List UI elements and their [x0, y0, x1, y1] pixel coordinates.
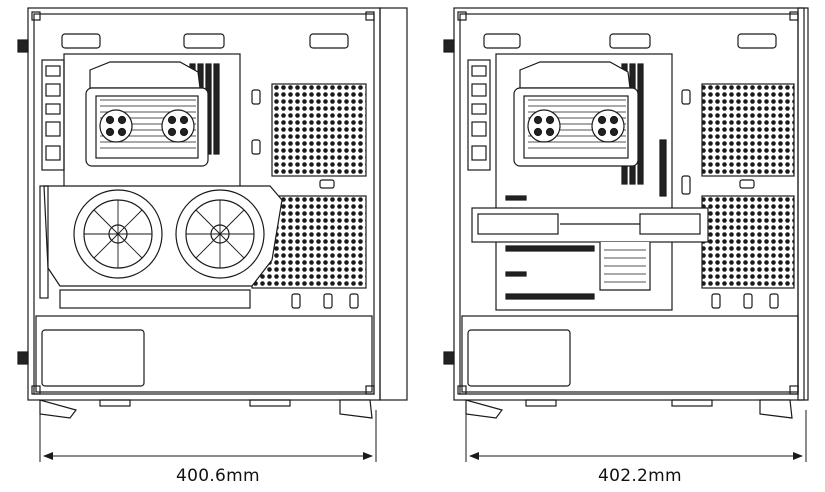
pcie-slot — [505, 293, 595, 300]
ram-stick — [213, 63, 220, 155]
screw — [365, 11, 375, 21]
right-case-outer-frame — [453, 7, 805, 401]
pcie-slot — [505, 245, 595, 252]
cable-slot — [183, 33, 225, 49]
psu-shroud — [461, 315, 799, 393]
right-case-inner-frame — [459, 13, 799, 395]
case-foot — [465, 399, 504, 419]
foot-pad — [525, 399, 557, 407]
io-port — [45, 83, 61, 97]
gpu-bracket — [39, 185, 49, 299]
mount-slot — [739, 179, 755, 189]
io-port — [45, 145, 61, 161]
io-port — [471, 65, 487, 77]
graphics-card — [39, 185, 283, 309]
pcie-slot — [505, 195, 527, 201]
screw — [457, 11, 467, 21]
mount-slot — [769, 293, 779, 309]
io-port — [471, 103, 487, 115]
foot-pad — [99, 399, 131, 407]
mount-slot — [711, 293, 721, 309]
io-port — [471, 145, 487, 161]
gpu-fan — [175, 189, 265, 279]
io-port — [45, 103, 61, 115]
power-button-icon — [443, 351, 455, 365]
cable-slot — [61, 33, 101, 49]
mount-slot — [743, 293, 753, 309]
left-width-label: 400.6mm — [176, 466, 260, 486]
mount-slot — [681, 89, 691, 105]
mount-slot — [319, 179, 335, 189]
rear-io-panel — [467, 59, 491, 171]
power-connector — [659, 139, 667, 197]
mesh-panel-upper — [271, 83, 367, 177]
mount-slot — [251, 89, 261, 105]
case-foot — [39, 399, 78, 419]
gpu-fan — [73, 189, 163, 279]
cable-slot — [609, 33, 651, 49]
io-port — [471, 83, 487, 97]
io-port — [45, 65, 61, 77]
motherboard — [495, 53, 673, 311]
mesh-panel-upper — [701, 83, 795, 177]
cable-slot — [483, 33, 521, 49]
case-foot — [339, 399, 373, 419]
ram-stick — [637, 63, 644, 185]
foot-pad — [249, 399, 291, 407]
case-foot — [759, 399, 793, 419]
screw — [789, 11, 799, 21]
foot-pad — [671, 399, 713, 407]
pcie-slot — [505, 271, 527, 277]
power-button-icon — [17, 351, 29, 365]
screw — [31, 11, 41, 21]
screw — [365, 385, 375, 395]
left-case — [17, 7, 408, 419]
left-case-side-panel — [379, 7, 408, 401]
power-button-icon — [443, 39, 455, 53]
screw — [789, 385, 799, 395]
mount-slot — [681, 175, 691, 195]
psu-window — [41, 329, 145, 387]
right-case — [443, 7, 809, 419]
psu-shroud — [35, 315, 373, 393]
right-case-side-panel — [797, 7, 809, 401]
mount-slot — [251, 139, 261, 155]
gpu-backplate — [59, 289, 251, 309]
mount-slot — [323, 293, 333, 309]
vertical-gpu-riser — [471, 207, 709, 291]
power-button-icon — [17, 39, 29, 53]
cable-slot — [737, 33, 777, 49]
cpu-cooler — [85, 61, 209, 167]
right-width-label: 402.2mm — [598, 466, 682, 486]
io-port — [471, 121, 487, 137]
cable-slot — [309, 33, 349, 49]
cpu-cooler — [513, 61, 639, 167]
right-dimension — [465, 410, 807, 462]
psu-window — [467, 329, 571, 387]
left-case-inner-frame — [33, 13, 375, 395]
left-dimension — [39, 410, 377, 462]
io-port — [45, 121, 61, 137]
mount-slot — [349, 293, 359, 309]
mesh-panel-lower — [701, 195, 795, 289]
mount-slot — [291, 293, 301, 309]
